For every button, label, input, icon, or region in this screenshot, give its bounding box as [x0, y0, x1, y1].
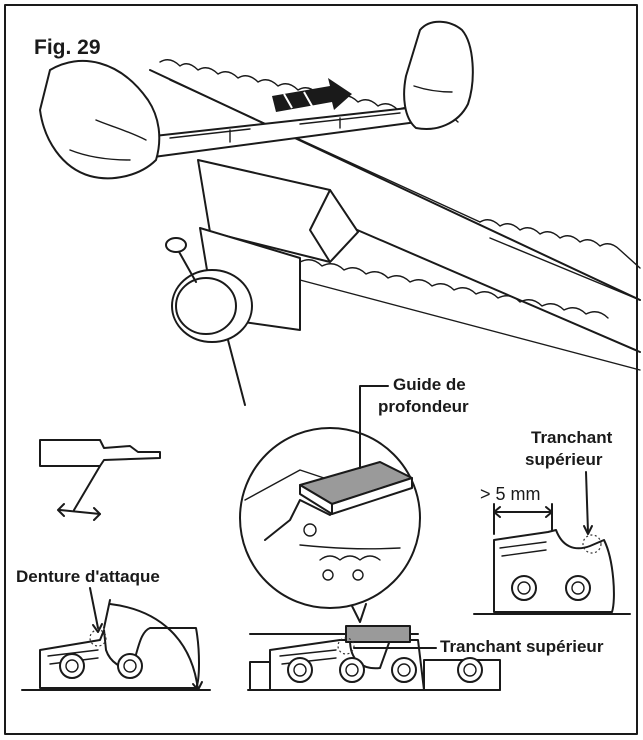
chain-bar-illustration — [39, 20, 641, 406]
figure-title: Fig. 29 — [34, 36, 101, 59]
right-hand — [403, 20, 474, 130]
depth-gauge-magnifier — [239, 427, 421, 623]
leading-tooth-label: Denture d'attaque — [16, 567, 160, 586]
depth-gauge-label-line2: profondeur — [378, 397, 469, 416]
left-hand — [39, 59, 161, 180]
top-cutter-distance — [473, 471, 631, 615]
top-cutter-bottom-label: Tranchant supérieur — [440, 637, 604, 656]
filing-gauge — [117, 107, 433, 159]
direction-arrow — [261, 78, 352, 113]
top-cutter-chain — [247, 625, 501, 691]
top-cutter-label: Tranchant — [531, 428, 613, 447]
file-angle-sketch — [39, 439, 161, 521]
depth-gauge-leader — [359, 385, 389, 469]
leading-tooth-chain — [21, 587, 211, 691]
chain-lower — [299, 259, 641, 371]
vise — [165, 159, 359, 343]
depth-gauge-label: Guide de — [393, 375, 466, 394]
distance-label: > 5 mm — [480, 484, 541, 504]
top-cutter-label-line2: supérieur — [525, 450, 603, 469]
